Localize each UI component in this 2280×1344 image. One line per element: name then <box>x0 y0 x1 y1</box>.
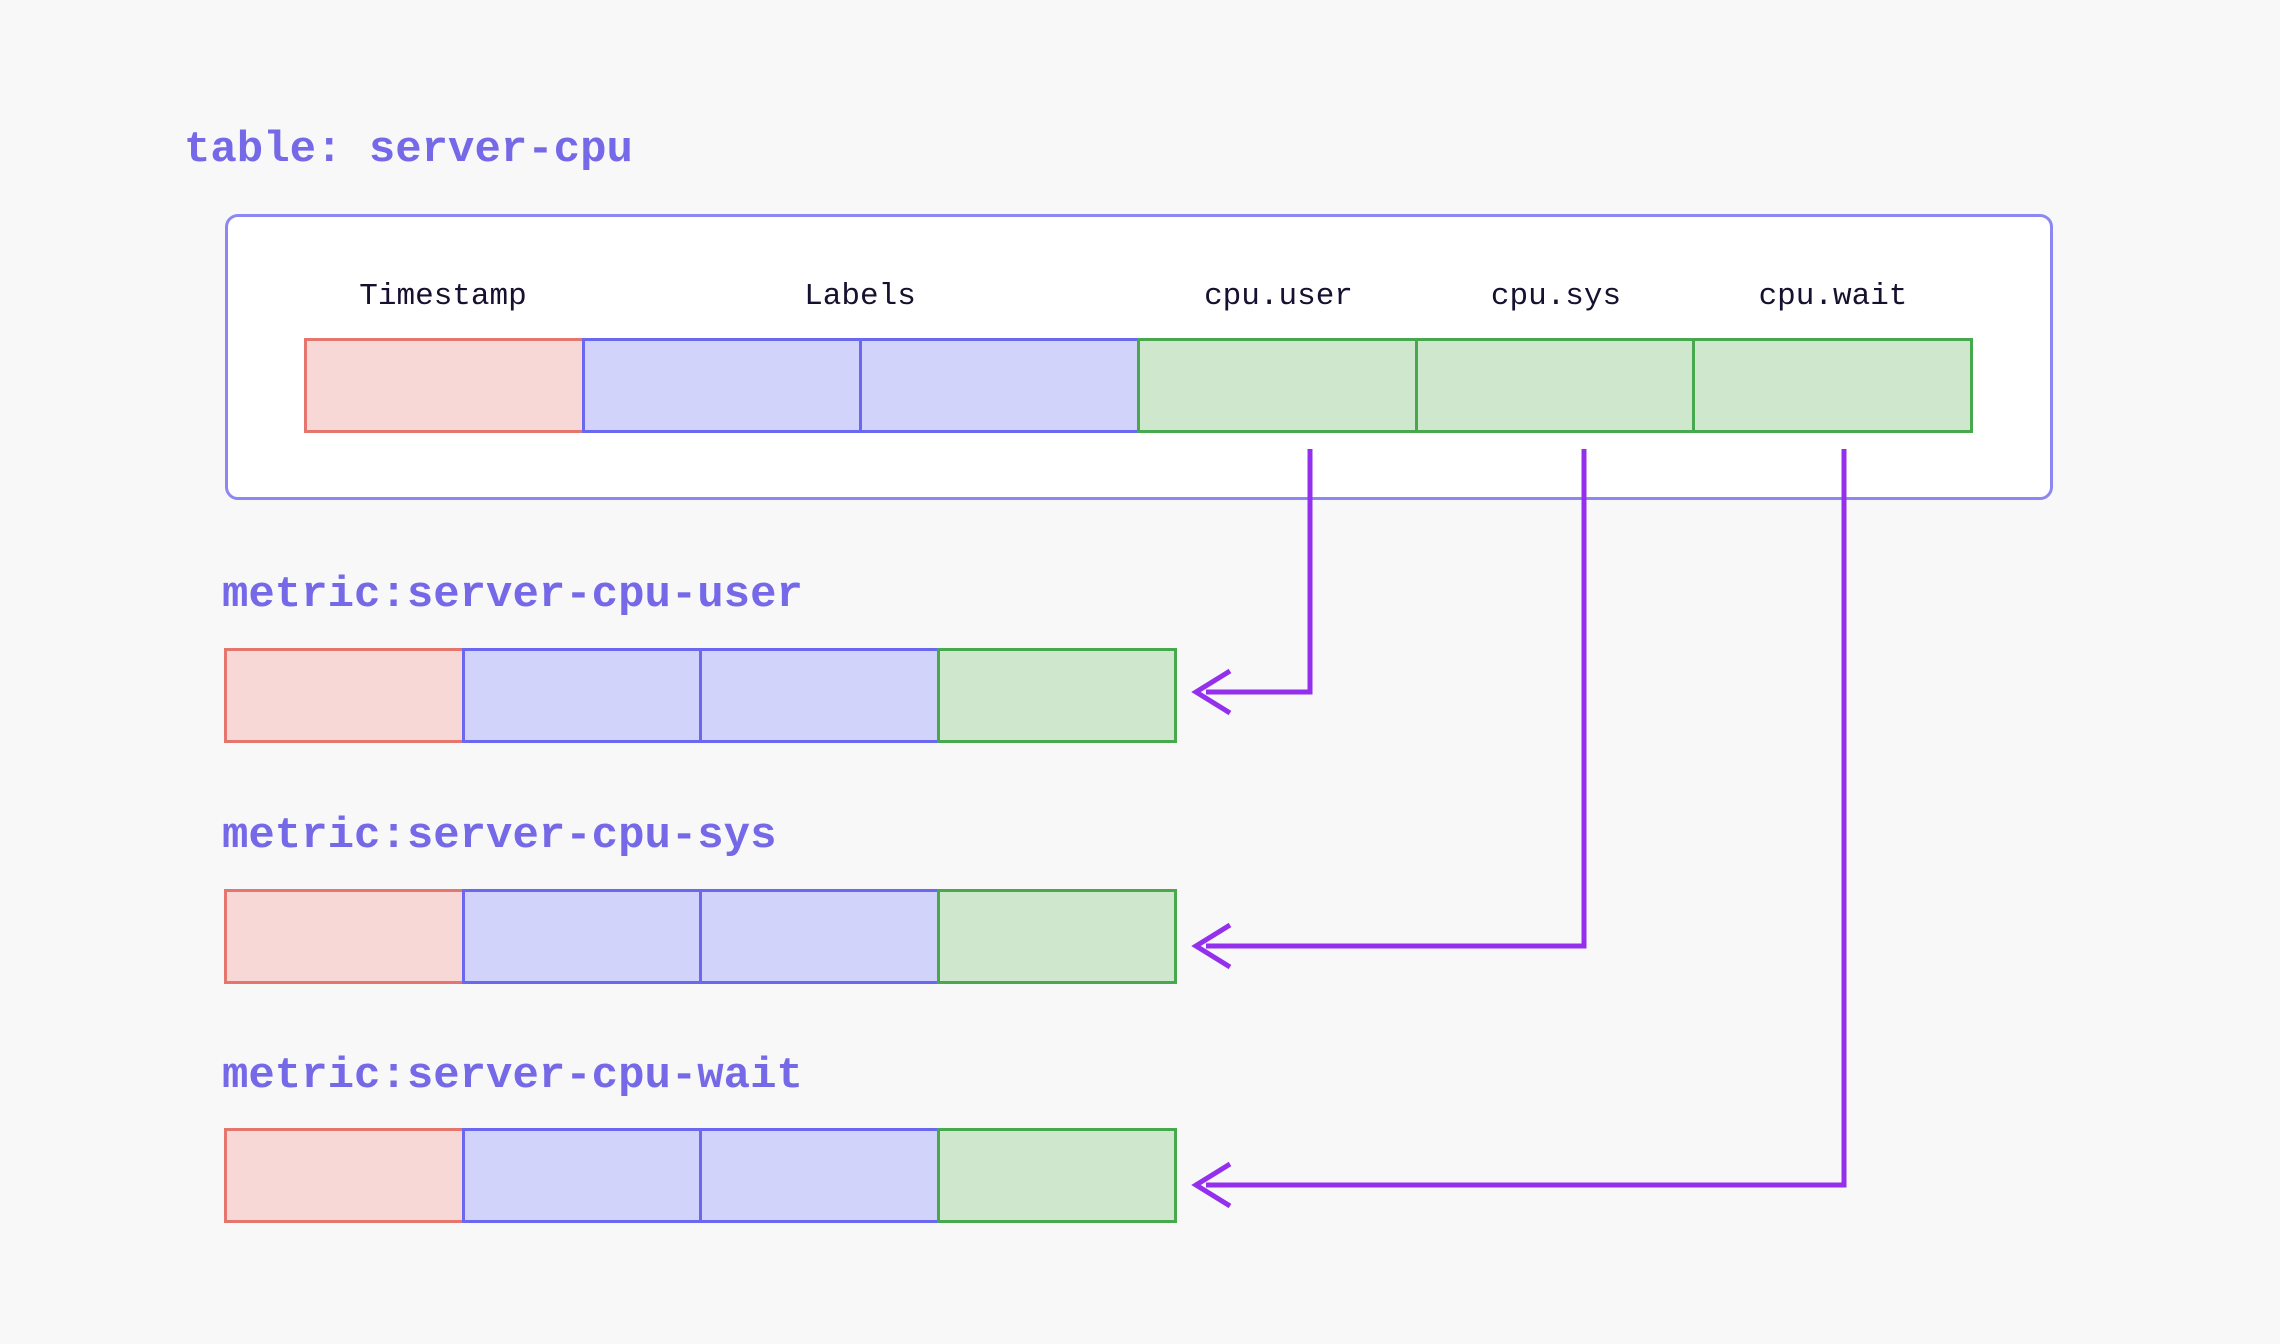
metric-row-server-cpu-wait <box>224 1128 1177 1223</box>
column-header-cpu-wait: cpu.wait <box>1758 279 1908 314</box>
arrow-cpu-sys-to-metric-sys <box>1191 449 1587 970</box>
label-cell <box>461 889 702 984</box>
metric-row-server-cpu-sys <box>224 889 1177 984</box>
label-cell <box>699 1128 940 1223</box>
value-cell <box>1414 338 1696 433</box>
timestamp-cell <box>304 338 585 433</box>
column-header-labels: Labels <box>804 279 916 314</box>
metric-title-server-cpu-sys: metric:server-cpu-sys <box>222 811 777 861</box>
arrow-line <box>1206 449 1587 949</box>
value-cell <box>936 1128 1177 1223</box>
column-header-timestamp: Timestamp <box>359 279 527 314</box>
column-header-cpu-user: cpu.user <box>1204 279 1353 314</box>
timestamp-cell <box>224 648 465 743</box>
label-cell <box>461 1128 702 1223</box>
label-cell <box>699 648 940 743</box>
label-cell <box>581 338 863 433</box>
label-cell <box>859 338 1141 433</box>
value-cell <box>1692 338 1974 433</box>
metric-title-server-cpu-wait: metric:server-cpu-wait <box>222 1051 803 1101</box>
arrowhead-left-icon <box>1191 668 1232 716</box>
label-cell <box>699 889 940 984</box>
label-cell <box>461 648 702 743</box>
metric-row-server-cpu-user <box>224 648 1177 743</box>
table-row <box>304 338 1974 433</box>
value-cell <box>936 889 1177 984</box>
arrowhead-left-icon <box>1191 1161 1232 1209</box>
arrowhead-left-icon <box>1191 922 1232 970</box>
metric-title-server-cpu-user: metric:server-cpu-user <box>222 570 803 620</box>
timestamp-cell <box>224 889 465 984</box>
timestamp-cell <box>224 1128 465 1223</box>
value-cell <box>1137 338 1418 433</box>
table-title: table: server-cpu <box>184 125 633 175</box>
value-cell <box>936 648 1177 743</box>
column-header-cpu-sys: cpu.sys <box>1490 279 1622 314</box>
arrow-line <box>1206 449 1847 1188</box>
arrow-cpu-wait-to-metric-wait <box>1191 449 1847 1209</box>
